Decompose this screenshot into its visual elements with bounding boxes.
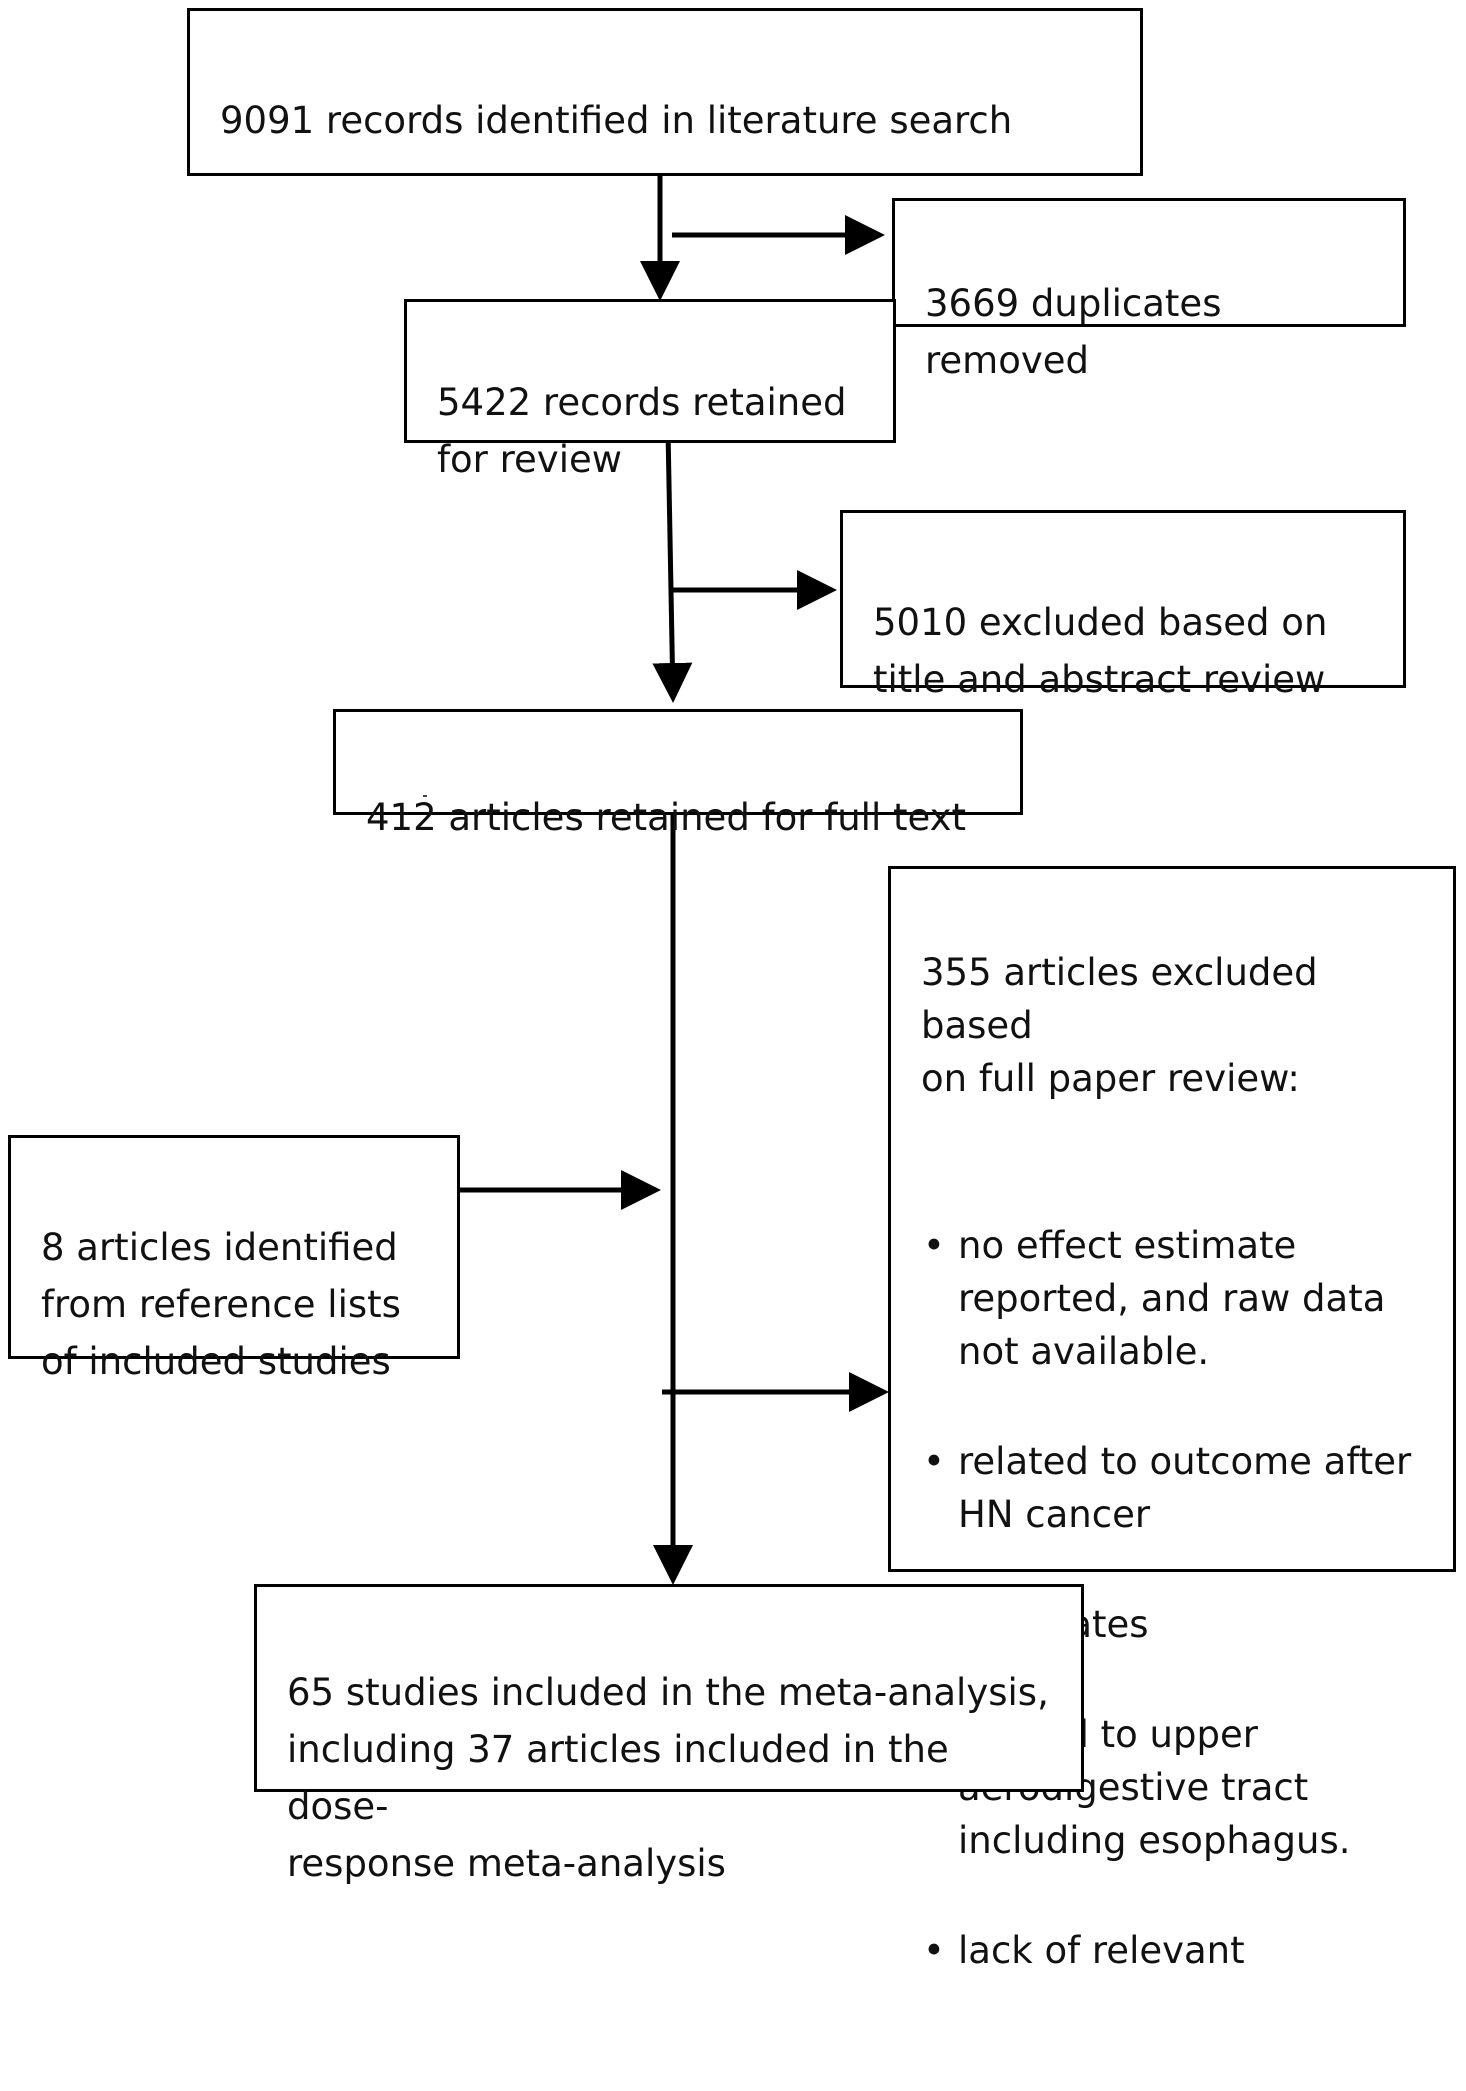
- exclusion-reason: • related to outcome after HN cancer: [921, 1435, 1423, 1541]
- excluded-title-abstract-box: 5010 excluded based on title and abstrac…: [840, 510, 1406, 701]
- exclusion-reason: • lack of relevant: [921, 1924, 1423, 1977]
- exclusion-reason-text: related to outcome after HN cancer: [958, 1440, 1412, 1536]
- exclusion-reason-text: lack of relevant: [958, 1929, 1245, 1972]
- records-identified-text: 9091 records identified in literature se…: [220, 99, 1013, 142]
- stray-mark: [423, 795, 427, 797]
- exclusion-reason-text: no effect estimate reported, and raw dat…: [958, 1224, 1386, 1373]
- reference-lists-box: 8 articles identified from reference lis…: [8, 1135, 460, 1383]
- excluded-full-paper-box: 355 articles excluded based on full pape…: [888, 866, 1456, 1972]
- arrow-retained-to-full-text: [652, 429, 693, 703]
- full-text-retained-text: 412 articles retained for full text: [366, 796, 967, 839]
- bullet-icon: •: [923, 1929, 945, 1972]
- full-text-retained-box: 412 articles retained for full text: [333, 709, 1023, 839]
- records-retained-box: 5422 records retained for review: [404, 299, 896, 481]
- bullet-icon: •: [923, 1440, 945, 1483]
- records-identified-box: 9091 records identified in literature se…: [187, 8, 1143, 176]
- flow-connectors: [458, 172, 889, 1585]
- duplicates-removed-text: 3669 duplicates removed: [925, 282, 1222, 382]
- bullet-icon: •: [923, 1224, 945, 1267]
- included-studies-box: 65 studies included in the meta-analysis…: [254, 1584, 1084, 1885]
- records-retained-text: 5422 records retained for review: [437, 381, 847, 481]
- exclusion-reason: • no effect estimate reported, and raw da…: [921, 1219, 1423, 1378]
- included-studies-text: 65 studies included in the meta-analysis…: [287, 1671, 1049, 1885]
- excluded-title-abstract-text: 5010 excluded based on title and abstrac…: [873, 601, 1328, 701]
- excluded-full-paper-heading: 355 articles excluded based on full pape…: [921, 951, 1318, 1100]
- duplicates-removed-box: 3669 duplicates removed: [892, 198, 1406, 382]
- reference-lists-text: 8 articles identified from reference lis…: [41, 1226, 401, 1383]
